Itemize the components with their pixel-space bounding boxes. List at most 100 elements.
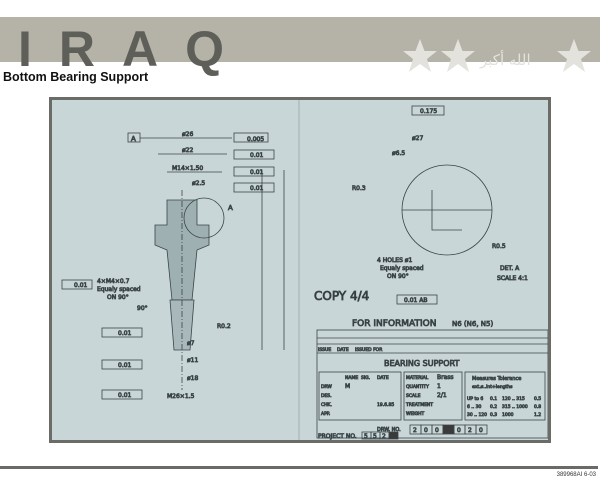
material-label: QUANTITY — [406, 384, 429, 390]
tolerance-cell: 1.2 — [534, 412, 541, 418]
country-logo: IRAQ — [18, 21, 251, 77]
tolerance-cell: 30 .. 120 — [467, 412, 487, 418]
detail-marker: A — [228, 204, 233, 212]
sig-cell: CHK. — [321, 402, 332, 408]
engineering-drawing: A ø26 0.005 ø22 0.01 M14×1.50 0.01 ø2.5 … — [61, 100, 548, 440]
material-label: SCALE — [406, 393, 421, 399]
issue-header: ISSUE — [318, 347, 331, 353]
tolerance-value: 0.01 AB — [404, 297, 428, 304]
sig-header: DATE — [377, 375, 389, 381]
dim-d27: ø27 — [412, 135, 423, 142]
detail-label: DET. A — [500, 265, 520, 272]
dim-d11: ø11 — [187, 357, 198, 364]
table-cell — [403, 371, 463, 421]
star-icon — [557, 39, 591, 72]
drw-no-label: DRW. NO. — [377, 427, 401, 433]
sig-cell: DES. — [321, 393, 332, 399]
datum-label: A — [131, 135, 136, 143]
motto-script: الله أكبر — [479, 50, 531, 69]
tolerance-cell: 0.5 — [534, 396, 541, 402]
tolerance-value: 0.005 — [247, 136, 264, 143]
tolerance-value: 0.01 — [74, 282, 88, 289]
sig-cell: APP. — [321, 411, 330, 417]
copy-stamp: COPY 4/4 — [314, 289, 369, 303]
dim-r02: R0.2 — [217, 323, 231, 330]
drawing-photo: A ø26 0.005 ø22 0.01 M14×1.50 0.01 ø2.5 … — [49, 97, 551, 443]
tolerance-value: 0.01 — [250, 152, 264, 159]
dim-d18: ø18 — [187, 375, 198, 382]
table-cell — [318, 371, 402, 421]
tolerance-value: 0.01 — [118, 392, 132, 399]
tolerance-frame — [101, 389, 143, 400]
tolerance-cell: 0.1 — [490, 396, 497, 402]
for-information-stamp: FOR INFORMATION — [352, 319, 436, 329]
sig-header: NAME — [345, 375, 358, 381]
material-label: WEIGHT — [406, 411, 424, 417]
tolerance-frame — [101, 327, 143, 338]
detail-a-circle — [183, 197, 225, 239]
table-cell — [442, 424, 455, 435]
drw-no-digit: 0 — [435, 427, 439, 434]
star-icon — [403, 39, 437, 72]
issue-header: DATE — [337, 347, 349, 353]
tolerance-frame — [233, 149, 275, 160]
table-cell — [388, 431, 399, 440]
tolerance-cell: 0.2 — [490, 404, 497, 410]
material-value: 2/1 — [437, 392, 447, 399]
table-cell — [475, 424, 488, 435]
project-no-label: PROJECT NO. — [318, 433, 357, 440]
material-label: TREATMENT — [405, 402, 433, 408]
title-block: ISSUE DATE ISSUED FOR BEARING SUPPORT NA… — [316, 329, 548, 440]
sig-cell: M — [345, 383, 350, 390]
drw-no-digit: 0 — [424, 427, 428, 434]
tolerance-value: 0.01 — [250, 169, 264, 176]
dim-d65: ø6.5 — [392, 150, 405, 157]
tolerance-frame — [61, 279, 93, 290]
dim-m26: M26×1.5 — [167, 393, 195, 400]
header-band: IRAQ الله أكبر — [0, 17, 600, 77]
dim-d22: ø22 — [182, 147, 193, 154]
star-icon — [441, 39, 475, 72]
tolerance-subtitle: ext.ø..int+lengths — [472, 384, 513, 390]
tolerance-frame — [411, 105, 445, 116]
tolerance-cell: UP to 6 — [467, 396, 483, 402]
detail-scale: SCALE 4:1 — [497, 275, 528, 282]
tolerance-cell: 1000 — [502, 412, 514, 418]
surface-finish: N6 (N6, N5) — [452, 320, 493, 328]
tolerance-frame — [101, 359, 143, 370]
project-no-digit: 5 — [373, 433, 377, 440]
tolerance-cell: 315 .. 1000 — [502, 404, 528, 410]
note-on: ON 90° — [387, 273, 409, 280]
tolerance-value: 0.01 — [250, 185, 264, 192]
page-title: Bottom Bearing Support — [3, 70, 149, 84]
sig-header: SIG. — [361, 375, 370, 381]
drawing-name: BEARING SUPPORT — [384, 359, 460, 368]
drw-no-digit: 0 — [457, 427, 461, 434]
tolerance-cell: 6 .. 30 — [467, 404, 481, 410]
note-equally: Equaly spaced — [97, 286, 141, 293]
note-on: ON 90° — [107, 294, 129, 301]
note-equally: Equaly spaced — [380, 265, 424, 272]
dim-holes: 4×M4×0.7 — [97, 278, 130, 285]
dim-thread: M14×1.50 — [172, 165, 203, 172]
datum-box — [127, 132, 141, 143]
tolerance-cell: 0.3 — [490, 412, 497, 418]
table-cell — [464, 371, 546, 421]
sig-cell: 19.6.85 — [377, 402, 394, 408]
issue-header: ISSUED FOR — [355, 347, 382, 353]
tolerance-value: 0.01 — [118, 362, 132, 369]
material-label: MATERIAL — [406, 375, 429, 381]
dim-r05: R0.5 — [492, 243, 506, 250]
dim-d25: ø2.5 — [192, 180, 205, 187]
tolerance-value: 0.01 — [118, 330, 132, 337]
drw-no-digit: 2 — [413, 427, 417, 434]
note-holes: 4 HOLES ø1 — [377, 257, 412, 264]
tolerance-frame — [233, 182, 275, 193]
footer-rule — [0, 466, 598, 469]
flatness-value: 0.175 — [420, 108, 437, 115]
project-no-digit: 5 — [364, 433, 368, 440]
dim-d26: ø26 — [182, 131, 193, 138]
material-value: 1 — [437, 383, 441, 390]
drw-no-digit: 2 — [468, 427, 472, 434]
dim-angle: 90° — [137, 305, 148, 312]
